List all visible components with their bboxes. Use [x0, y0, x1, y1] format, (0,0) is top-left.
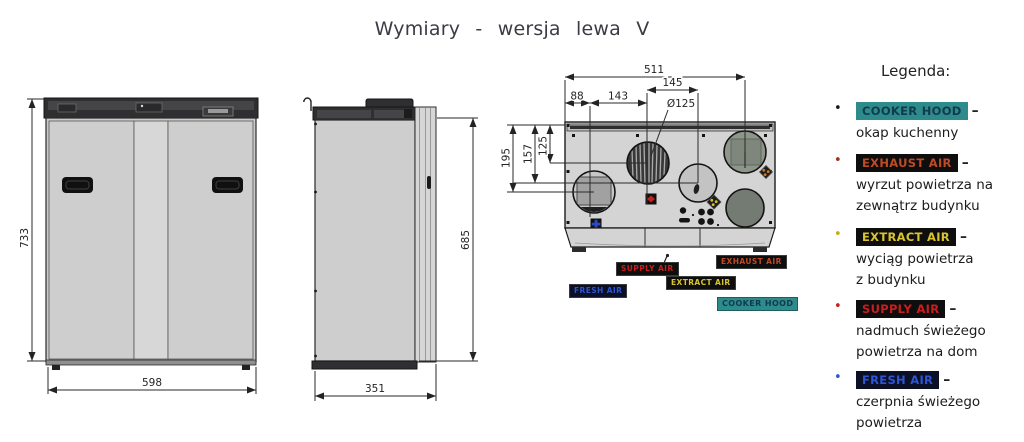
legend-item-fresh-air: • FRESH AIR– czerpnia świeżego powietrza: [828, 369, 1024, 433]
side-height-dimension: [419, 117, 478, 362]
front-left-handle: [62, 177, 93, 193]
side-width-dim-label: 351: [365, 383, 385, 395]
top-88-label: 88: [570, 91, 583, 103]
top-143-label: 143: [608, 91, 628, 103]
front-top-cap-details: [57, 102, 234, 117]
extract-air-marker: [706, 194, 722, 210]
side-cap-band-1: [317, 110, 371, 118]
legend-dash: –: [943, 372, 951, 388]
cooker-hood-label: COOKER HOOD: [717, 297, 799, 311]
legend-desc-fresh-air: czerpnia świeżego powietrza: [856, 394, 981, 431]
extract-air-label: EXTRACT AIR: [666, 276, 736, 290]
front-right-handle: [212, 177, 243, 193]
legend-dash: –: [971, 103, 979, 119]
page-title: Wymiary - wersja lewa V: [374, 18, 650, 40]
front-center-strip: [133, 120, 169, 360]
legend-dash: –: [961, 155, 969, 171]
legend-item-cooker-hood: • COOKER HOOD– okap kuchenny: [828, 100, 1024, 144]
top-dimension-lines: [507, 73, 746, 217]
top-145-label: 145: [662, 77, 682, 89]
legend-desc-cooker-hood: okap kuchenny: [856, 125, 959, 142]
hanging-hook: [303, 97, 312, 111]
legend-dash: –: [949, 301, 957, 317]
top-157-label: 157: [523, 144, 535, 164]
top-view: 511 145 88 143 Ø125 195 157 125: [499, 63, 776, 264]
top-front-band-dark: [570, 125, 770, 129]
side-width-dimension: [314, 364, 437, 401]
side-bottom-cap: [311, 360, 418, 370]
front-view: 733 598: [18, 97, 259, 394]
top-diameter-label: Ø125: [667, 98, 695, 110]
side-handle-mark: [427, 176, 431, 189]
exhaust-air-marker: [758, 164, 774, 180]
bullet-icon: •: [834, 299, 842, 314]
front-feet: [52, 365, 250, 370]
side-view: 685 351: [303, 97, 478, 401]
front-right-door: [167, 120, 254, 360]
front-left-door: [48, 120, 135, 360]
legend-item-extract-air: • EXTRACT AIR– wyciąg powietrza z budynk…: [828, 226, 1024, 290]
side-screw-dots: [314, 122, 317, 358]
cooker-hood-spigot: [725, 188, 765, 228]
bullet-icon: •: [834, 153, 842, 168]
supply-label-pin: [663, 253, 670, 264]
front-height-dimension: [27, 98, 46, 362]
front-width-dim-label: 598: [142, 377, 162, 389]
side-cap-block: [404, 109, 412, 118]
front-bottom-strip: [45, 359, 257, 366]
side-cap-band-2: [374, 110, 404, 118]
top-195-label: 195: [501, 148, 513, 168]
small-ports: [679, 207, 720, 227]
top-bottom-section: [564, 227, 776, 252]
exhaust-air-label: EXHAUST AIR: [716, 255, 787, 269]
legend-desc-supply-air: nadmuch świeżego powietrza na dom: [856, 323, 986, 360]
side-panel: [314, 119, 416, 362]
front-width-dimension: [47, 367, 257, 394]
legend-chip-extract-air: EXTRACT AIR: [856, 228, 956, 247]
side-height-dim-label: 685: [460, 230, 472, 250]
legend-desc-extract-air: wyciąg powietrza z budynku: [856, 251, 974, 288]
legend-item-exhaust-air: • EXHAUST AIR– wyrzut powietrza na zewną…: [828, 152, 1024, 216]
top-125-label: 125: [538, 136, 550, 156]
legend-chip-fresh-air: FRESH AIR: [856, 371, 940, 390]
fresh-air-marker: [590, 218, 602, 231]
bullet-icon: •: [834, 370, 842, 385]
bullet-icon: •: [834, 227, 842, 242]
legend-desc-exhaust-air: wyrzut powietrza na zewnątrz budynku: [856, 177, 994, 214]
front-height-dim-label: 733: [19, 228, 31, 248]
legend-item-supply-air: • SUPPLY AIR– nadmuch świeżego powietrza…: [828, 298, 1024, 362]
side-back-strip: [414, 106, 437, 363]
fresh-air-label: FRESH AIR: [569, 284, 628, 298]
supply-air-label: SUPPLY AIR: [616, 262, 679, 276]
legend-dash: –: [959, 229, 967, 245]
legend-chip-cooker-hood: COOKER HOOD: [856, 102, 968, 121]
supply-air-marker: [645, 193, 657, 205]
legend-chip-exhaust-air: EXHAUST AIR: [856, 154, 958, 173]
legend-heading: Legenda:: [881, 62, 951, 80]
top-total-width-label: 511: [644, 64, 664, 76]
legend: Legenda: • COOKER HOOD– okap kuchenny • …: [828, 0, 1024, 442]
bullet-icon: •: [834, 101, 842, 116]
legend-chip-supply-air: SUPPLY AIR: [856, 300, 946, 319]
